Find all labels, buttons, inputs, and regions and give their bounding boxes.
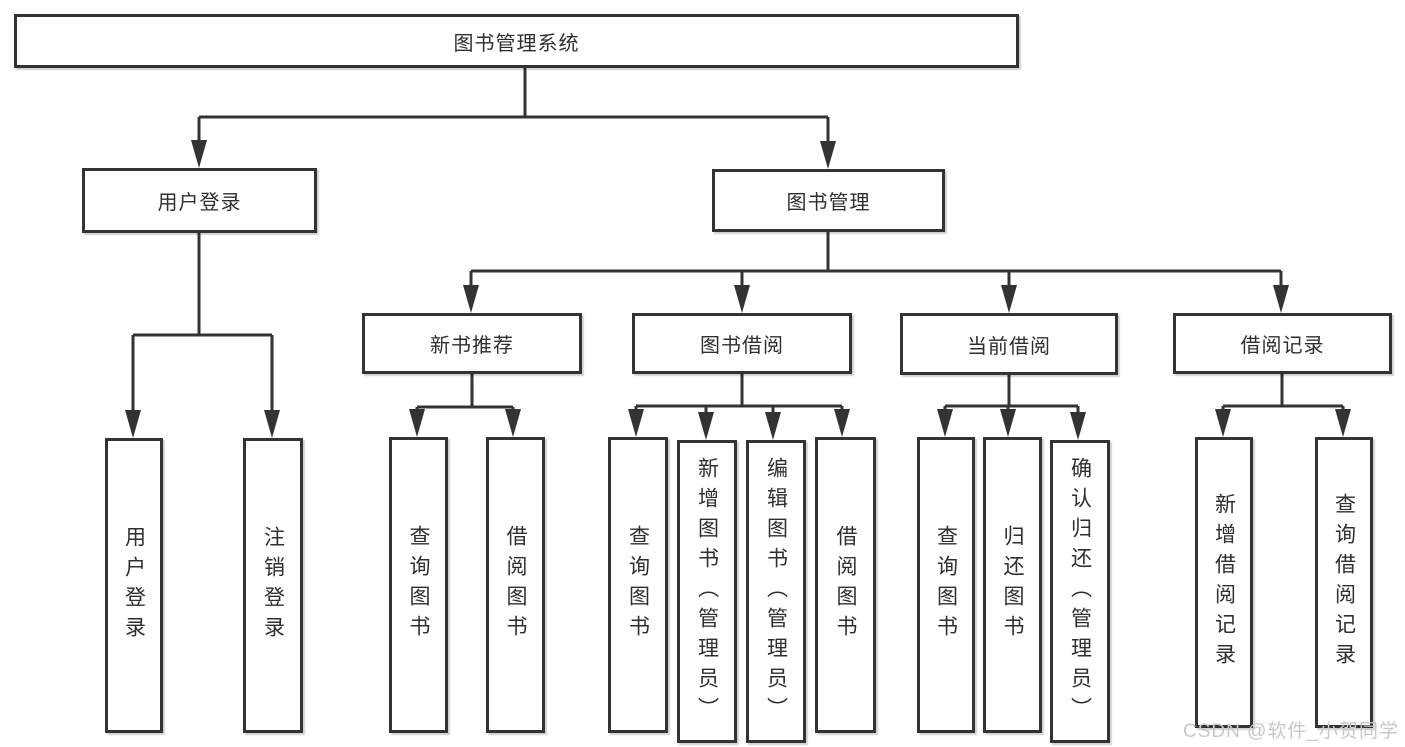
node-label: 新书推荐 <box>430 335 514 357</box>
connector-new-book-recommendation-children <box>415 374 515 411</box>
node-confirm-return-admin: 确认归还（管理员） <box>1050 440 1110 743</box>
arrowhead-down-icon <box>505 409 521 437</box>
connector-user-login-children <box>131 233 274 412</box>
node-label: 借阅记录 <box>1240 335 1325 357</box>
node-add-books-admin: 新增图书（管理员） <box>677 440 737 743</box>
arrowhead-down-icon <box>191 140 207 168</box>
node-user-login: 用户登录 <box>82 168 317 233</box>
arrowhead-down-icon <box>409 409 425 437</box>
node-label: 编辑图书（管理员） <box>764 456 788 727</box>
node-label: 借阅图书 <box>504 525 527 645</box>
node-logout-action: 注销登录 <box>243 438 303 733</box>
arrowhead-down-icon <box>1000 409 1016 437</box>
node-query-books-3: 查询图书 <box>917 437 975 733</box>
node-label: 注销登录 <box>261 525 285 646</box>
watermark-text: CSDN @软件_小贺同学 <box>1183 721 1399 742</box>
arrowhead-down-icon <box>734 285 750 313</box>
node-book-management: 图书管理 <box>712 169 945 232</box>
connector-root-to-level2 <box>197 68 830 142</box>
arrowhead-down-icon <box>834 409 850 437</box>
node-label: 图书管理系统 <box>453 32 580 55</box>
node-label: 图书管理 <box>786 192 871 214</box>
connector-book-borrowing-children <box>634 374 844 413</box>
node-label: 图书借阅 <box>700 335 784 357</box>
node-add-borrowing-record: 新增借阅记录 <box>1195 437 1253 728</box>
node-borrowing-records: 借阅记录 <box>1173 313 1392 374</box>
arrowhead-down-icon <box>698 412 714 440</box>
arrowhead-down-icon <box>463 285 479 313</box>
node-label: 查询图书 <box>934 525 958 645</box>
node-label: 用户登录 <box>157 192 242 214</box>
node-book-borrowing: 图书借阅 <box>632 313 852 374</box>
arrowhead-down-icon <box>628 409 644 437</box>
arrowhead-down-icon <box>264 410 280 438</box>
node-label: 查询借阅记录 <box>1332 492 1356 673</box>
node-borrow-books: 借阅图书 <box>486 437 545 733</box>
node-query-borrowing-record: 查询借阅记录 <box>1315 437 1373 728</box>
arrowhead-down-icon <box>937 409 953 437</box>
connector-borrowing-records-children <box>1221 374 1345 410</box>
node-return-books: 归还图书 <box>983 437 1042 733</box>
node-current-borrowing: 当前借阅 <box>900 313 1118 375</box>
arrowhead-down-icon <box>1335 409 1351 437</box>
node-query-books-2: 查询图书 <box>608 437 668 733</box>
connector-current-borrowing-children <box>943 375 1080 413</box>
node-label: 查询图书 <box>626 525 650 645</box>
node-new-book-recommendation: 新书推荐 <box>362 313 582 374</box>
node-query-books: 查询图书 <box>389 437 448 733</box>
node-label: 用户登录 <box>122 525 146 646</box>
arrowhead-down-icon <box>125 410 141 438</box>
node-label: 当前借阅 <box>967 335 1051 358</box>
node-label: 新增借阅记录 <box>1212 492 1236 673</box>
arrowhead-down-icon <box>1070 412 1086 440</box>
node-label: 新增图书（管理员） <box>695 456 719 727</box>
node-borrow-books-2: 借阅图书 <box>815 437 876 733</box>
node-library-system-root: 图书管理系统 <box>14 14 1019 68</box>
node-user-login-action: 用户登录 <box>105 438 163 733</box>
arrowhead-down-icon <box>1001 285 1017 313</box>
node-label: 确认归还（管理员） <box>1068 456 1092 727</box>
node-label: 查询图书 <box>407 525 430 645</box>
node-label: 归还图书 <box>1001 525 1024 645</box>
arrowhead-down-icon <box>1273 285 1289 313</box>
arrowhead-down-icon <box>1215 409 1231 437</box>
arrowhead-down-icon <box>765 412 781 440</box>
node-edit-books-admin: 编辑图书（管理员） <box>746 440 806 743</box>
arrowhead-down-icon <box>820 141 836 169</box>
node-label: 借阅图书 <box>834 525 857 645</box>
connector-book-management-children <box>469 232 1283 287</box>
